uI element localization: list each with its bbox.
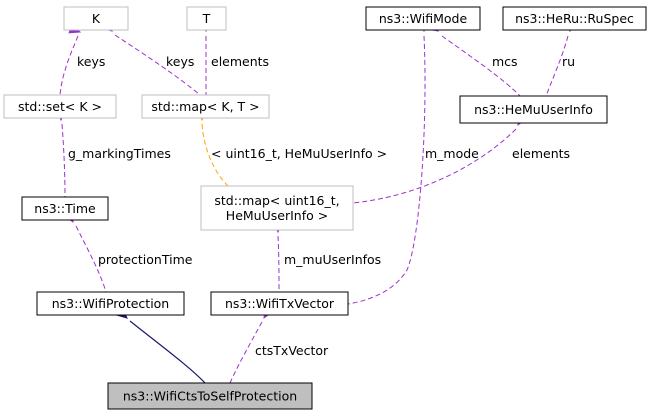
node-T[interactable]: T <box>186 6 227 31</box>
edge-label: elements <box>211 54 269 69</box>
node-label: std::set< K > <box>18 99 102 114</box>
edge-line <box>129 320 206 384</box>
edge-mode-info: mcs <box>426 20 521 97</box>
edge-k-map: keys <box>100 20 201 96</box>
node-cts-to-self[interactable]: ns3::WifiCtsToSelfProtection <box>107 382 313 410</box>
node-label: ns3::WifiProtection <box>52 296 169 311</box>
edge-k-set: keys <box>59 23 105 96</box>
edge-line <box>201 123 229 187</box>
node-box <box>502 6 647 31</box>
node-ru-spec[interactable]: ns3::HeRu::RuSpec <box>502 6 647 31</box>
edge-label: ctsTxVector <box>255 343 329 358</box>
node-box <box>3 94 117 119</box>
edge-label: < uint16_t, HeMuUserInfo > <box>211 146 387 161</box>
edge-line <box>441 35 521 97</box>
node-label: ns3::WifiTxVector <box>225 296 335 311</box>
node-wifi-tx-vector[interactable]: ns3::WifiTxVector <box>210 291 349 316</box>
edge-line <box>545 35 569 97</box>
edge-label: m_mode <box>425 146 479 161</box>
edge-line <box>59 35 79 96</box>
node-box <box>63 6 129 31</box>
edge-t-map: elements <box>200 20 269 95</box>
edge-ru-info: ru <box>545 19 580 97</box>
node-box <box>141 94 270 119</box>
node-box <box>459 95 608 124</box>
edge-line <box>352 128 517 204</box>
edge-txv-cts: ctsTxVector <box>229 306 329 384</box>
node-wifi-protection[interactable]: ns3::WifiProtection <box>36 291 185 316</box>
node-label: K <box>92 11 101 26</box>
node-he-mu-user-info[interactable]: ns3::HeMuUserInfo <box>459 95 608 124</box>
node-box <box>21 196 109 221</box>
edge-line <box>75 225 107 293</box>
node-label: ns3::WifiCtsToSelfProtection <box>123 389 297 404</box>
edge-line <box>347 35 426 305</box>
node-map-uint16[interactable]: std::map< uint16_t,HeMuUserInfo > <box>200 185 354 231</box>
node-label: T <box>202 11 211 26</box>
edge-line <box>229 321 263 384</box>
node-K[interactable]: K <box>63 6 129 31</box>
node-label: std::map< uint16_t, <box>214 193 339 208</box>
edge-label: elements <box>512 146 570 161</box>
node-label: ns3::HeMuUserInfo <box>474 102 593 117</box>
edge-map-inst: < uint16_t, HeMuUserInfo > <box>196 109 387 187</box>
edge-label: m_muUserInfos <box>284 252 381 267</box>
edge-line <box>61 123 66 198</box>
edge-label: keys <box>77 54 105 69</box>
node-map-KT[interactable]: std::map< K, T > <box>141 94 270 119</box>
edge-prot-cts <box>115 307 206 384</box>
edge-label: ru <box>562 54 575 69</box>
edge-label: keys <box>166 54 194 69</box>
edge-line <box>277 235 280 293</box>
edge-set-time: g_markingTimes <box>55 109 171 198</box>
node-box <box>36 291 185 316</box>
node-label: ns3::Time <box>34 201 96 216</box>
node-box <box>210 291 349 316</box>
node-label: ns3::WifiMode <box>379 11 468 26</box>
node-wifi-mode[interactable]: ns3::WifiMode <box>365 6 481 31</box>
node-box <box>186 6 227 31</box>
edge-label: mcs <box>492 54 518 69</box>
node-box <box>200 185 354 231</box>
node-box <box>365 6 481 31</box>
edge-time-prot: protectionTime <box>63 210 193 293</box>
node-label: ns3::HeRu::RuSpec <box>515 11 634 26</box>
node-label: HeMuUserInfo > <box>226 208 328 223</box>
node-set-K[interactable]: std::set< K > <box>3 94 117 119</box>
node-time[interactable]: ns3::Time <box>21 196 109 221</box>
edge-label: protectionTime <box>98 252 193 267</box>
edge-label: g_markingTimes <box>68 146 171 161</box>
edge-map-txv: m_muUserInfos <box>272 221 381 293</box>
node-label: std::map< K, T > <box>151 99 259 114</box>
node-box <box>107 382 313 410</box>
edge-line <box>114 34 201 96</box>
